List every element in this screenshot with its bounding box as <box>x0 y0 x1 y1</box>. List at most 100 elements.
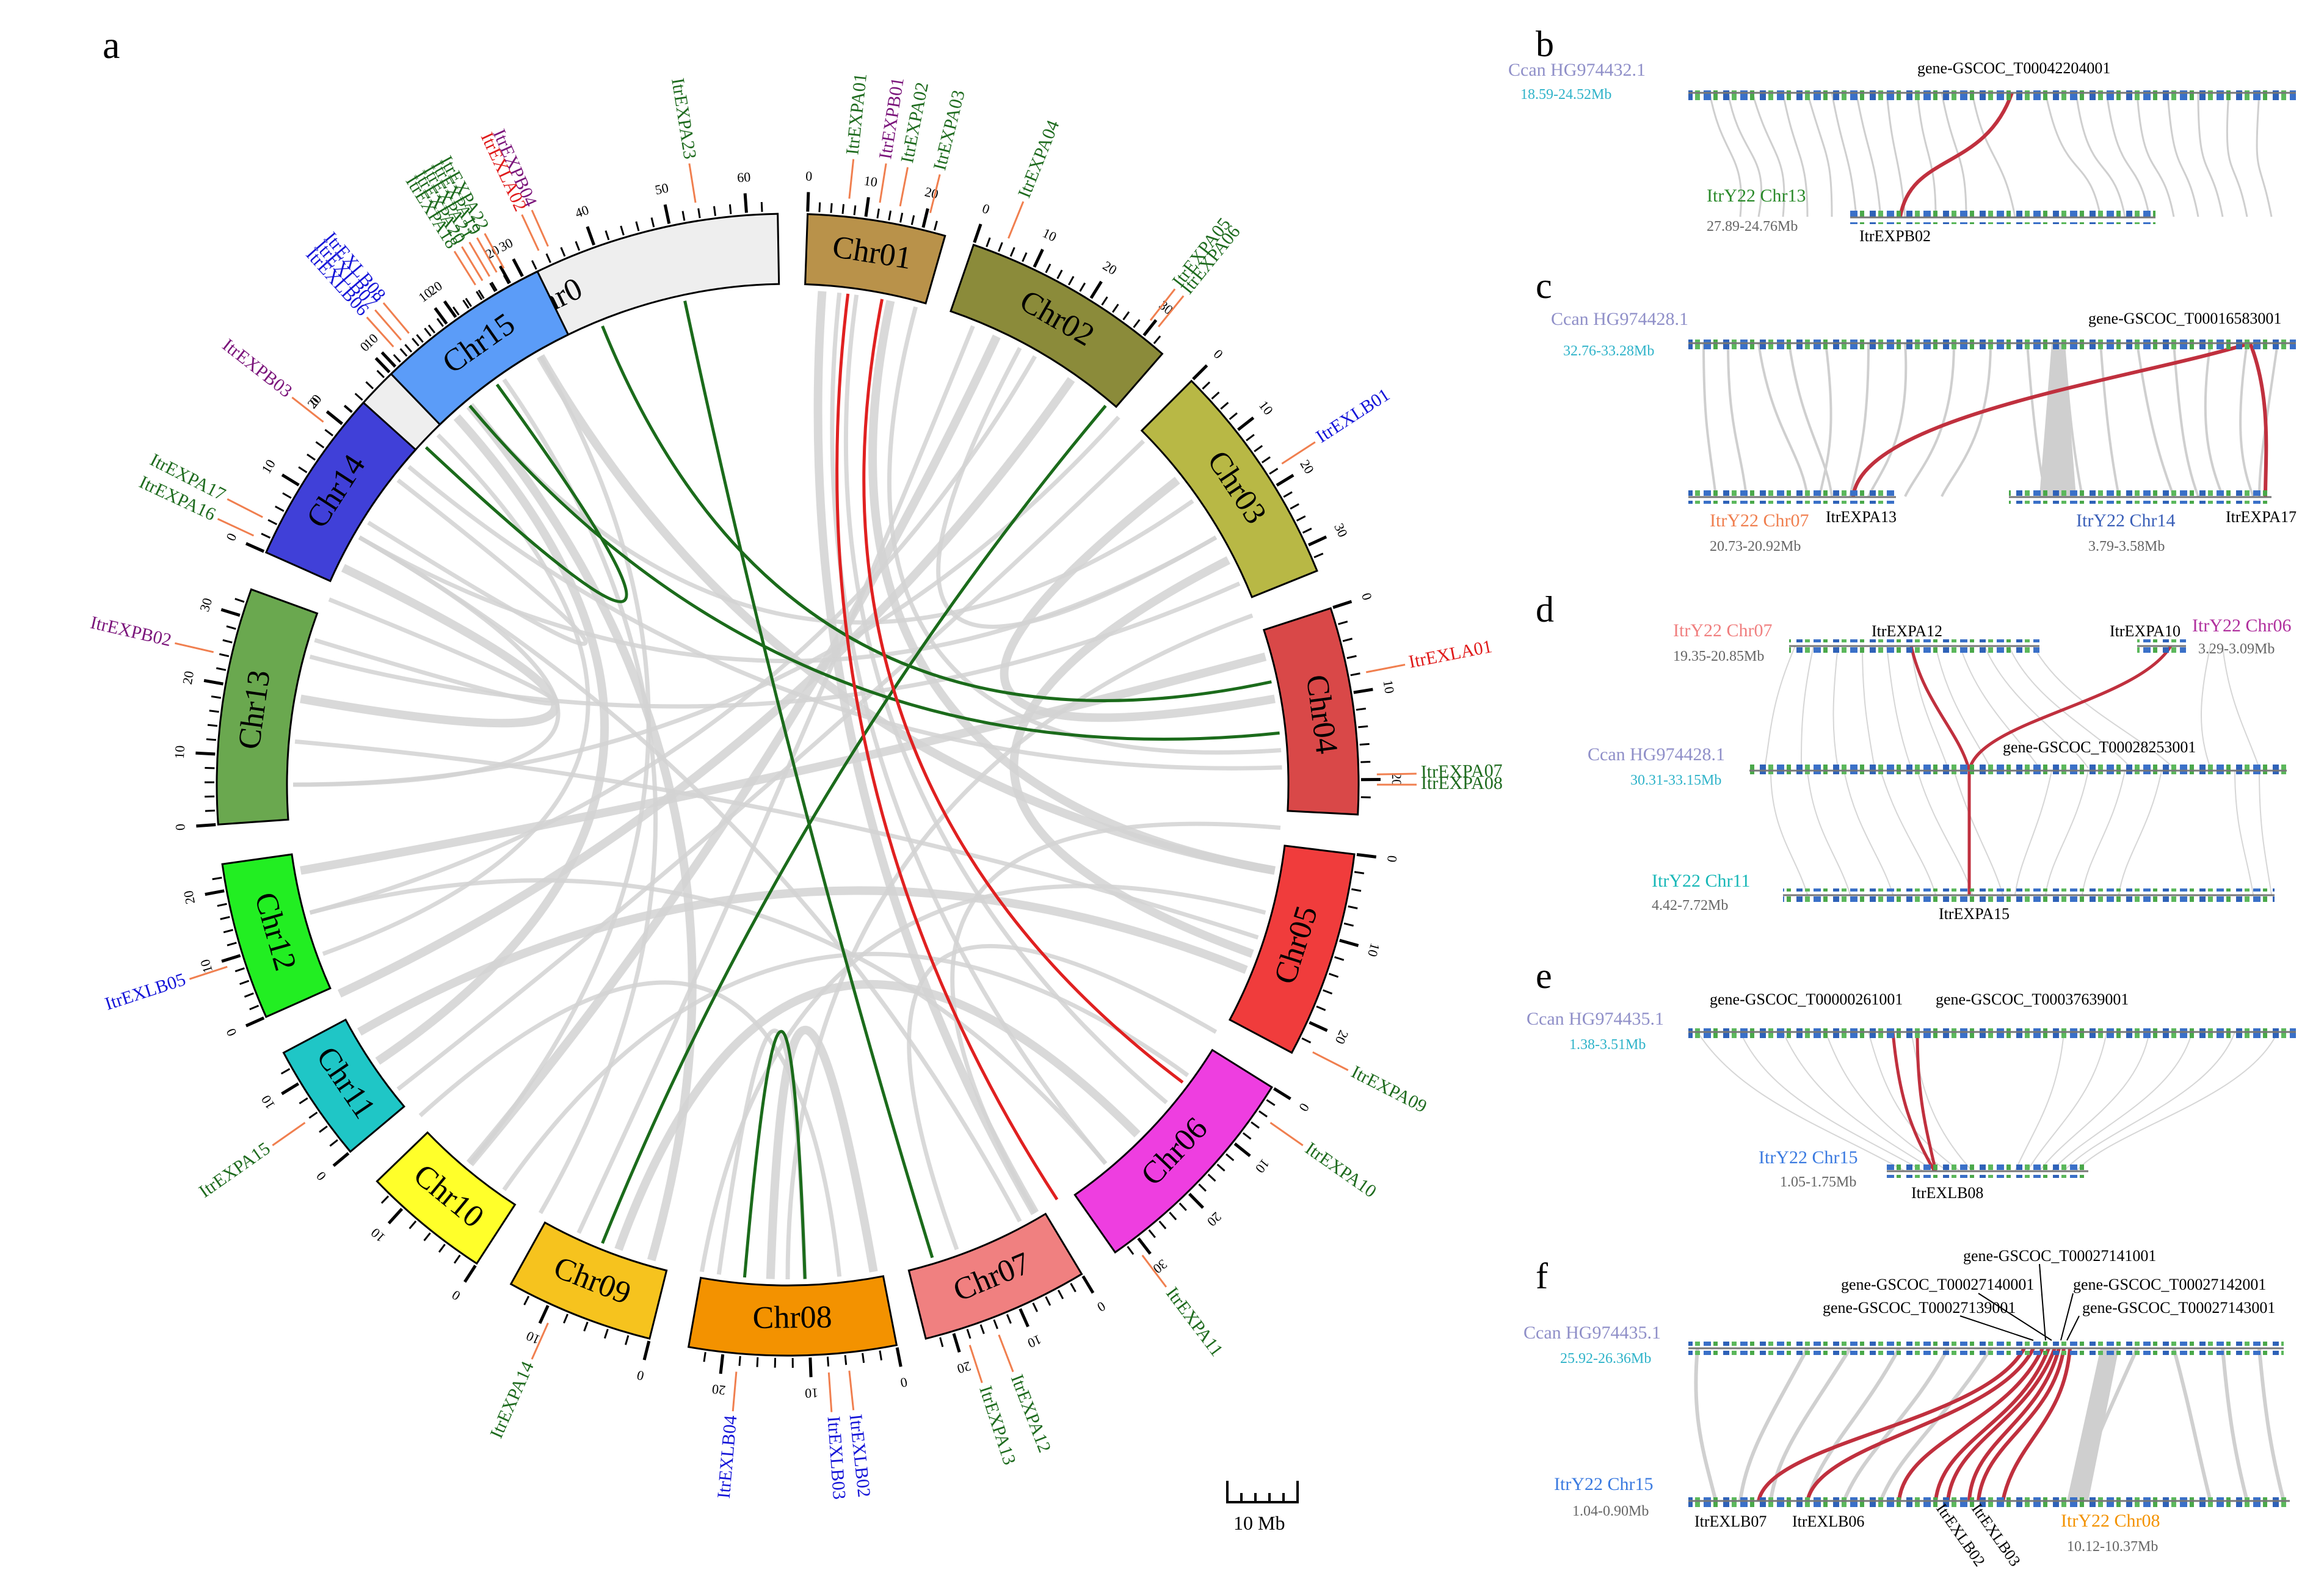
tick-label: 0 <box>805 168 813 183</box>
tick <box>1220 402 1229 410</box>
tick-label: 20 <box>1389 772 1404 786</box>
tick <box>307 453 316 461</box>
grey-link <box>1000 476 1276 722</box>
tick <box>409 1220 417 1229</box>
gene-pointer <box>382 302 410 334</box>
gene-label: ItrEXPA07 <box>1421 760 1503 782</box>
gene-label-f-2: gene-GSCOC_T00027140001 <box>1841 1276 2034 1293</box>
tick <box>1216 1163 1226 1172</box>
tick <box>952 1333 961 1353</box>
tick <box>1301 1037 1312 1044</box>
tick <box>222 639 233 644</box>
gene-label-f-bottom-2: ItrEXLB06 <box>1792 1513 1864 1530</box>
tick <box>424 327 432 337</box>
gene-label: ItrEXPA04 <box>1014 117 1064 201</box>
tick <box>1266 1099 1276 1106</box>
chromosome-band <box>216 588 319 826</box>
grey-links-d-bottom <box>1770 770 2272 895</box>
tick <box>1056 269 1063 280</box>
grey-block-c <box>2039 343 2076 496</box>
tick-label: 20 <box>1332 1028 1352 1046</box>
gene-marker: ItrEXLB02 <box>846 1370 874 1499</box>
species-label-c-left: ItrY22 Chr07 <box>1710 510 1809 531</box>
tick <box>1251 1121 1260 1129</box>
range-label-b-top: 18.59-24.52Mb <box>1520 87 1611 103</box>
panel-b-label: b <box>1536 24 1554 64</box>
gene-label-d-bottom: ItrEXPA15 <box>1939 905 2010 923</box>
tick <box>216 667 227 671</box>
tick <box>1122 311 1130 321</box>
gene-pointer <box>688 163 697 203</box>
tick <box>523 1296 530 1306</box>
species-label-e-bottom: ItrY22 Chr15 <box>1759 1147 1857 1168</box>
tick <box>586 226 596 246</box>
red-link-b <box>1898 92 2014 217</box>
gene-marker: ItrEXPA10 <box>1269 1122 1380 1202</box>
tick-label: 0 <box>449 1287 463 1304</box>
tick-label: 0 <box>313 1169 329 1183</box>
grey-link <box>466 403 697 1262</box>
segmental-dup-link <box>601 325 1272 702</box>
tick <box>1045 1296 1051 1306</box>
tick <box>387 1207 404 1225</box>
grey-links-d-top <box>1764 645 2260 769</box>
tick <box>220 916 230 920</box>
tick <box>1339 939 1359 947</box>
gene-marker: ItrEXPA23 <box>667 77 700 203</box>
tick <box>299 1097 308 1105</box>
tick <box>844 1355 848 1365</box>
tick <box>681 211 686 221</box>
tick-label: 0 <box>1359 591 1375 602</box>
tick <box>1356 852 1377 859</box>
tick <box>939 1337 944 1348</box>
grey-links-c <box>1702 343 2279 497</box>
gene-pointer <box>461 246 484 282</box>
chromosome-band <box>390 270 570 426</box>
tick <box>438 1243 446 1253</box>
tick <box>1323 989 1333 995</box>
tick <box>499 265 511 284</box>
tick <box>1006 1313 1012 1324</box>
range-label-f-right: 10.12-10.37Mb <box>2067 1539 2158 1555</box>
grey-link <box>300 564 560 728</box>
tick <box>642 1340 651 1360</box>
tick <box>625 1335 630 1345</box>
tick-label: 10 <box>1380 679 1397 695</box>
segmental-dup-link <box>743 1030 807 1279</box>
grey-link <box>375 414 609 1065</box>
tick <box>756 1357 759 1367</box>
tick <box>1334 956 1345 961</box>
species-label-b-top: Ccan HG974432.1 <box>1508 60 1646 80</box>
tick <box>921 208 929 228</box>
grey-link <box>536 354 1276 875</box>
species-label-d-bottom: ItrY22 Chr11 <box>1652 871 1750 891</box>
tick <box>374 357 391 374</box>
tick <box>319 1125 328 1133</box>
segmental-dup-link <box>601 404 1107 1244</box>
gene-label-d-top-right: ItrEXPA10 <box>2110 622 2181 640</box>
tick <box>1346 655 1357 659</box>
tick <box>453 1254 461 1264</box>
tick <box>1308 535 1327 547</box>
tick <box>244 992 254 998</box>
tick <box>1262 456 1271 463</box>
tick <box>605 230 610 241</box>
tick <box>1233 1142 1251 1157</box>
grey-link <box>367 478 588 646</box>
tick <box>575 241 581 251</box>
gene-label: ItrEXLB04 <box>714 1414 741 1499</box>
range-label-d-top-left: 19.35-20.85Mb <box>1673 648 1764 664</box>
tick <box>1242 1132 1252 1140</box>
tick-label: 20 <box>180 670 197 686</box>
grey-link <box>300 652 1267 875</box>
tick <box>1009 247 1015 257</box>
red-link-d1 <box>1909 645 1971 771</box>
tick <box>343 405 352 413</box>
gene-pointer <box>1158 295 1185 327</box>
tick <box>1101 296 1108 306</box>
tick <box>465 297 472 307</box>
grey-link <box>309 355 1037 915</box>
tick <box>217 903 227 907</box>
tick <box>245 542 265 553</box>
